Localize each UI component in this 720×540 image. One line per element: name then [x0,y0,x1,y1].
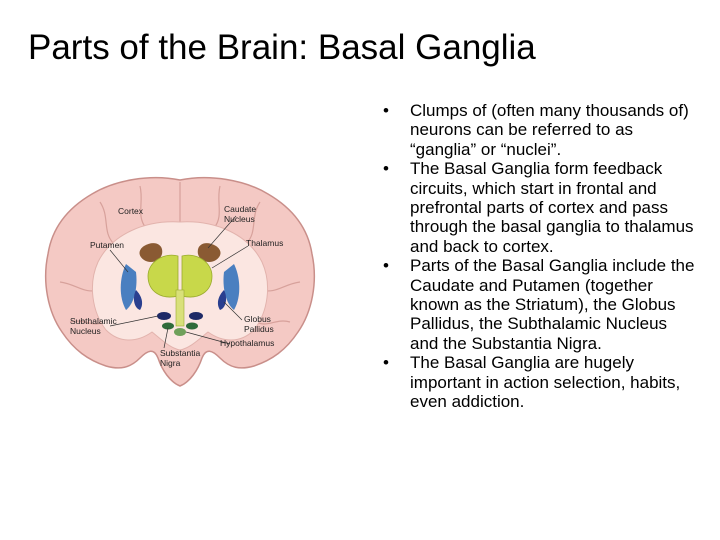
bullet-text: The Basal Ganglia form feedback circuits… [410,159,694,256]
thalamus-right [181,254,213,298]
bullet-item-1: • Clumps of (often many thousands of) neu… [380,101,698,159]
slide-title: Parts of the Brain: Basal Ganglia [28,28,536,67]
bullet-item-4: • The Basal Ganglia are hugely important … [380,353,698,411]
bullet-dot: • [383,256,389,276]
putamen-left [120,264,137,310]
substantia-nigra-right [186,322,198,330]
bullet-dot: • [383,101,389,120]
globus-pallidus-left [133,290,143,310]
thalamus-left [147,254,179,298]
label-putamen: Putamen [90,240,124,250]
label-hypothalamus: Hypothalamus [220,338,274,348]
label-subthalamic-2: Nucleus [70,326,101,336]
bullet-text: Clumps of (often many thousands of) neur… [410,101,689,159]
label-thalamus: Thalamus [246,238,283,248]
caudate-nucleus-left [139,243,163,262]
label-substantia-2: Nigra [160,358,181,368]
midline-stalk [175,289,185,327]
subthalamic-nucleus-right [189,312,203,320]
caudate-nucleus-right [197,243,221,262]
label-globus-1: Globus [244,314,271,324]
substantia-nigra-left [162,322,174,330]
label-leaders [109,215,249,349]
label-cortex: Cortex [118,206,144,216]
globus-pallidus-right [217,290,227,310]
label-caudate-2: Nucleus [224,214,255,224]
bullet-dot: • [383,159,389,179]
basal-ganglia-diagram: Cortex Caudate Nucleus Thalamus Putamen … [40,172,320,390]
brain-coronal-section: Cortex Caudate Nucleus Thalamus Putamen … [44,176,316,387]
bullet-text: Parts of the Basal Ganglia include the C… [410,256,695,353]
bullet-list: • Clumps of (often many thousands of) neu… [380,101,698,412]
white-matter [92,221,268,351]
bullet-text: The Basal Ganglia are hugely important i… [410,353,681,412]
label-caudate-1: Caudate [224,204,256,214]
label-substantia-1: Substantia [160,348,200,358]
putamen-right [223,264,240,310]
bullet-item-3: • Parts of the Basal Ganglia include the … [380,256,698,353]
bullet-dot: • [383,353,389,373]
subthalamic-nucleus-left [157,312,171,320]
label-subthalamic-1: Subthalamic [70,316,118,326]
hypothalamus-region [174,328,186,336]
label-globus-2: Pallidus [244,324,274,334]
bullet-item-2: • The Basal Ganglia form feedback circuit… [380,159,698,256]
